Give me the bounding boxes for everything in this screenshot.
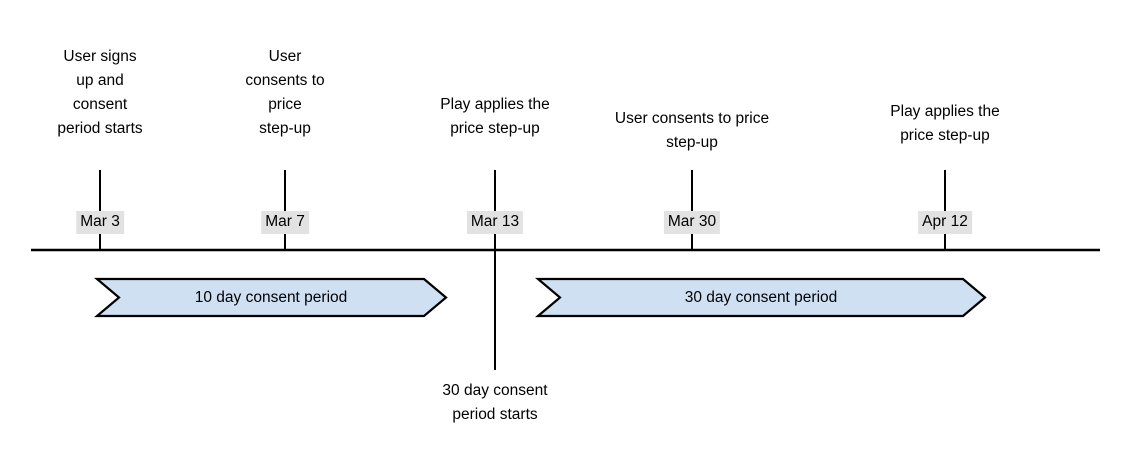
date-chip-mar-3: Mar 3 (76, 211, 124, 234)
consent-band-10-day-shape (93, 277, 448, 318)
below-label-mar-13: 30 day consent period starts (442, 382, 548, 423)
event-label-mar-7: User consents to price step-up (245, 48, 325, 137)
consent-band-30-day-shape (534, 277, 987, 318)
consent-band-30-day-label: 30 day consent period (684, 289, 838, 306)
consent-band-10-day-label: 10 day consent period (194, 289, 348, 306)
date-chip-mar-13: Mar 13 (466, 211, 524, 234)
event-label-mar-13: Play applies the price step-up (440, 96, 550, 137)
event-label-mar-30: User consents to price step-up (614, 110, 770, 151)
date-chip-apr-12: Apr 12 (918, 211, 972, 234)
event-label-mar-3: User signs up and consent period starts (57, 48, 143, 137)
date-chip-mar-30: Mar 30 (663, 211, 721, 234)
event-label-apr-12: Play applies the price step-up (890, 103, 1000, 144)
date-chip-mar-7: Mar 7 (261, 211, 309, 234)
